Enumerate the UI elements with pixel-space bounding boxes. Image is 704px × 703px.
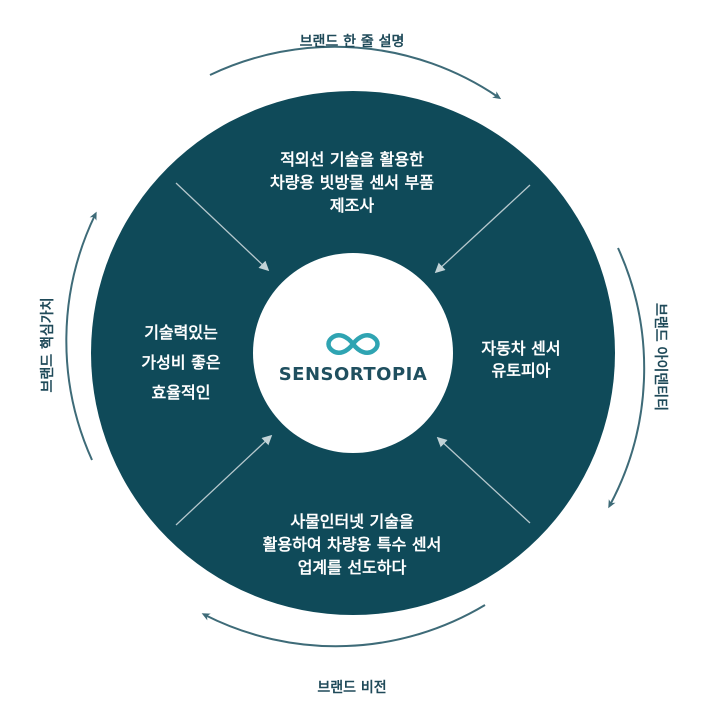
block-line: 효율적인: [151, 383, 211, 402]
block-bottom-vision: 사물인터넷 기술을 활용하여 차량용 특수 센서 업계를 선도하다: [222, 510, 482, 579]
center-circle: [253, 253, 453, 453]
ring-arc-bottom: [201, 604, 486, 648]
block-line: 활용하여 차량용 특수 센서: [262, 535, 442, 554]
block-right-identity: 자동차 센서 유토피아: [466, 338, 576, 382]
ring-arc-top: [209, 45, 502, 100]
block-line: 제조사: [329, 196, 375, 215]
block-line: 유토피아: [491, 361, 551, 380]
label-top: 브랜드 한 줄 설명: [300, 33, 405, 50]
label-right: 브랜드 아이덴티티: [652, 303, 669, 411]
arrow-top-right: [434, 184, 531, 274]
infinity-icon: [326, 333, 380, 355]
block-line: 가성비 좋은: [141, 353, 221, 372]
arrow-top-left: [175, 182, 270, 272]
block-top-description: 적외선 기술을 활용한 차량용 빗방물 센서 부품 제조사: [232, 148, 472, 217]
block-line: 사물인터넷 기술을: [290, 512, 414, 531]
block-line: 적외선 기술을 활용한: [280, 150, 424, 169]
block-line: 차량용 빗방물 센서 부품: [270, 173, 434, 192]
block-line: 기술력있는: [144, 323, 218, 342]
label-left: 브랜드 핵심가치: [39, 297, 56, 392]
ring-arc-left: [65, 211, 97, 461]
label-bottom: 브랜드 비전: [317, 679, 386, 696]
ring-arc-right: [608, 247, 646, 509]
arrow-bottom-left: [175, 434, 273, 526]
block-line: 자동차 센서: [481, 339, 561, 358]
arrow-bottom-right: [436, 436, 531, 524]
block-line: 업계를 선도하다: [297, 558, 407, 577]
brand-name: SENSORTOPIA: [279, 364, 428, 385]
block-left-values: 기술력있는 가성비 좋은 효율적인: [116, 318, 246, 408]
